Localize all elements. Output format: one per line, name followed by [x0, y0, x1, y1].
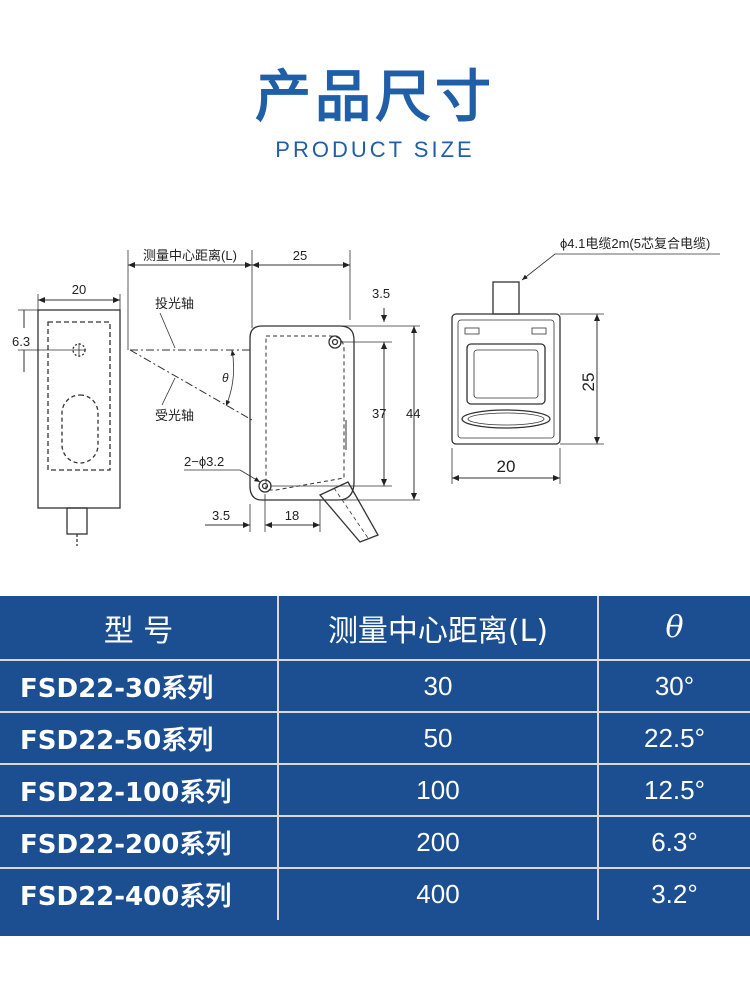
- label-measure-distance: 测量中心距离(L): [143, 248, 237, 263]
- row-model: FSD22-100系列: [0, 763, 279, 817]
- table-row: FSD22-200系列 200 6.3°: [0, 815, 750, 869]
- row-angle: 3.2°: [597, 867, 750, 920]
- label-theta: θ: [222, 371, 229, 385]
- row-distance: 400: [277, 867, 599, 920]
- dim-height: 44: [406, 406, 420, 421]
- spec-table: 型 号 测量中心距离(L) θ FSD22-30系列 30 30° FSD22-…: [0, 596, 750, 936]
- table-row: FSD22-100系列 100 12.5°: [0, 763, 750, 817]
- row-angle: 30°: [597, 659, 750, 713]
- back-view: [451, 281, 561, 445]
- row-model: FSD22-400系列: [0, 867, 279, 920]
- dim-back-height: 25: [579, 373, 598, 392]
- table-row: FSD22-30系列 30 30°: [0, 659, 750, 713]
- dim-front-width: 20: [72, 282, 86, 297]
- page-subtitle: PRODUCT SIZE: [275, 137, 475, 162]
- dim-side-width: 25: [293, 248, 307, 263]
- table-row: FSD22-50系列 50 22.5°: [0, 711, 750, 765]
- dim-top-offset: 3.5: [372, 286, 390, 301]
- table-row: FSD22-400系列 400 3.2°: [0, 867, 750, 920]
- row-angle: 22.5°: [597, 711, 750, 765]
- row-distance: 100: [277, 763, 599, 817]
- dimension-drawing: 20 6.3 测量中心距离(L) 25 投光轴 受光轴 θ 3.5 37 4: [12, 236, 720, 546]
- row-angle: 6.3°: [597, 815, 750, 869]
- dim-bottom-offset: 3.5: [212, 508, 230, 523]
- header-distance: 测量中心距离(L): [277, 596, 599, 661]
- dim-back-width: 20: [497, 457, 516, 476]
- row-model: FSD22-200系列: [0, 815, 279, 869]
- row-distance: 50: [277, 711, 599, 765]
- row-model: FSD22-50系列: [0, 711, 279, 765]
- row-distance: 30: [277, 659, 599, 713]
- label-mount-holes: 2−ϕ3.2: [184, 454, 224, 469]
- label-receive-axis: 受光轴: [155, 408, 194, 423]
- table-header-row: 型 号 测量中心距离(L) θ: [0, 596, 750, 661]
- dim-front-offset: 6.3: [12, 334, 30, 349]
- label-emit-axis: 投光轴: [155, 296, 194, 311]
- dim-hole-pitch: 37: [372, 406, 386, 421]
- dim-bottom-width: 18: [285, 508, 299, 523]
- header-model: 型 号: [0, 596, 279, 661]
- bottom-margin: [0, 936, 750, 1002]
- label-cable: ϕ4.1电缆2m(5芯复合电缆): [560, 236, 710, 251]
- front-view: [37, 309, 121, 546]
- header-angle: θ: [597, 596, 750, 661]
- side-view: [249, 325, 379, 543]
- row-angle: 12.5°: [597, 763, 750, 817]
- page-title: 产品尺寸: [255, 65, 495, 130]
- row-distance: 200: [277, 815, 599, 869]
- row-model: FSD22-30系列: [0, 659, 279, 713]
